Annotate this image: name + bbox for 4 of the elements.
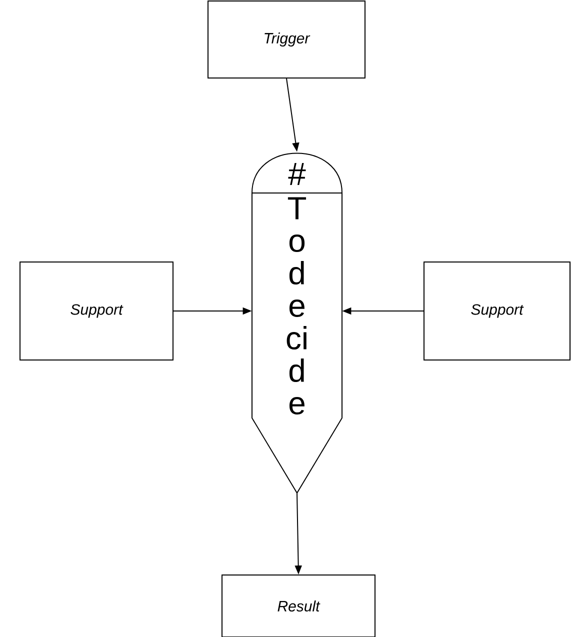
process-box: Result <box>222 574 376 637</box>
process-box: Support <box>20 262 174 360</box>
process-box: Trigger <box>208 0 366 78</box>
process-box: Support <box>424 262 570 360</box>
